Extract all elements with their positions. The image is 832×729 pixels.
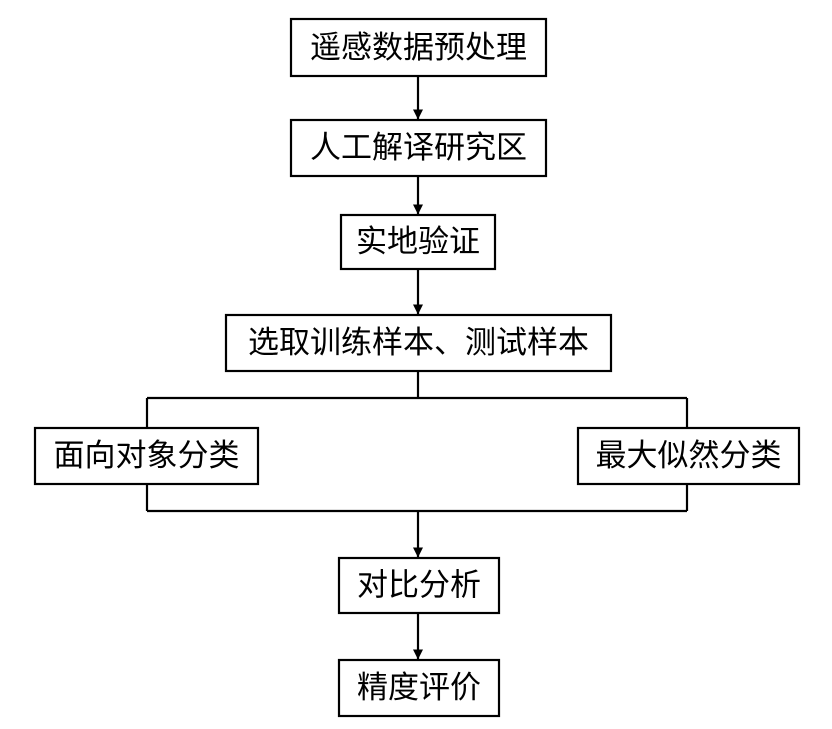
node-label-compare: 对比分析 [357,568,481,604]
node-maxlike: 最大似然分类 [576,426,801,486]
node-label-object: 面向对象分类 [54,438,240,474]
node-samples: 选取训练样本、测试样本 [224,313,613,373]
node-box-interpret [289,118,548,178]
node-box-preprocess [289,17,548,78]
node-box-samples [224,313,613,373]
node-box-field [339,213,497,271]
node-field: 实地验证 [339,213,497,271]
node-compare: 对比分析 [337,556,501,615]
node-accuracy: 精度评价 [337,658,501,718]
node-object: 面向对象分类 [33,426,260,486]
node-box-object [33,426,260,486]
node-label-field: 实地验证 [356,224,480,260]
node-box-compare [337,556,501,615]
node-preprocess: 遥感数据预处理 [289,17,548,78]
node-label-preprocess: 遥感数据预处理 [310,30,527,66]
node-label-samples: 选取训练样本、测试样本 [248,325,589,361]
node-interpret: 人工解译研究区 [289,118,548,178]
node-label-accuracy: 精度评价 [357,670,481,706]
node-label-interpret: 人工解译研究区 [310,130,527,166]
node-label-maxlike: 最大似然分类 [596,438,782,474]
node-box-accuracy [337,658,501,718]
connectors [145,76,689,660]
node-box-maxlike [576,426,801,486]
